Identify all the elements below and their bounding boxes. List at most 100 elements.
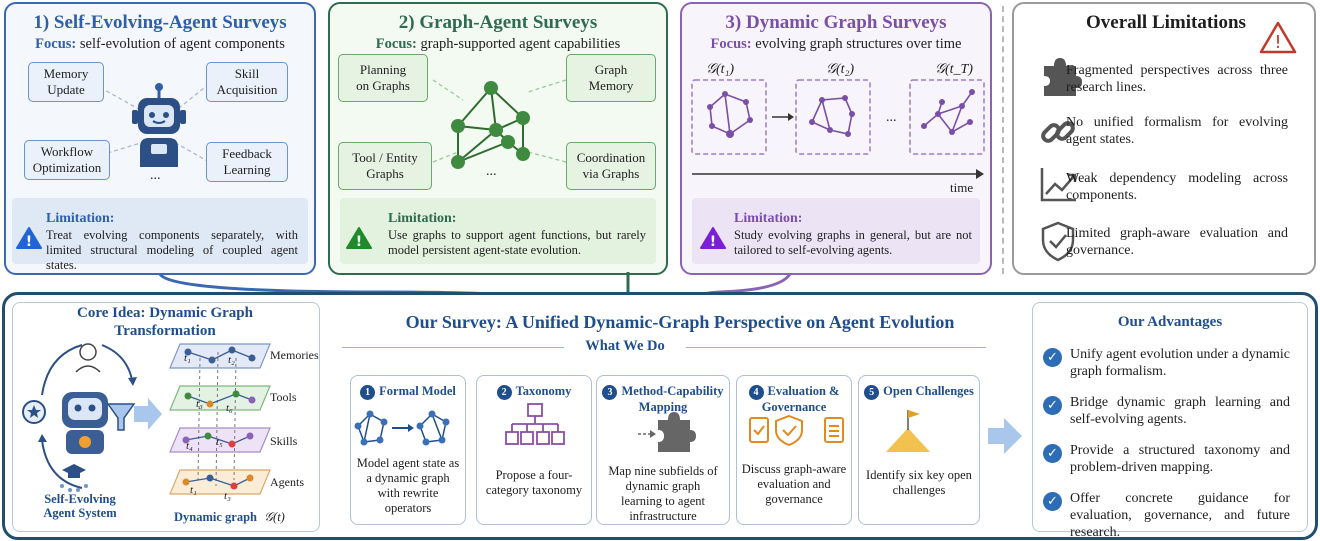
survey-title: Our Survey: A Unified Dynamic-Graph Pers… [405, 312, 955, 332]
right-arrow-icon [988, 418, 1022, 454]
skill-acquisition-node: Skill Acquisition [206, 62, 288, 102]
survey-divider-right [686, 347, 986, 348]
dynamic-graph-label: Dynamic graph 𝒢(t) [174, 510, 285, 524]
layer-label-tools: Tools [270, 390, 297, 404]
advantage-item: Provide a structured taxonomy and proble… [1070, 443, 1290, 475]
memory-update-node: Memory Update [28, 62, 104, 102]
graph-label-tT: 𝒢(t_T) [935, 62, 973, 77]
check-icon: ✓ [1043, 348, 1062, 367]
panel-title: 1) Self-Evolving-Agent Surveys [33, 12, 287, 33]
card-description: Map nine subfields of dynamic graph lear… [608, 464, 718, 523]
t-label: t₂ [228, 354, 235, 366]
limitation-item: Weak dependency modeling across componen… [1066, 171, 1288, 203]
trend-chart-icon [1040, 168, 1077, 202]
panel-focus: Focus: self-evolution of agent component… [35, 36, 285, 52]
broken-link-icon [1041, 121, 1075, 143]
layer-label-memories: Memories [270, 348, 319, 362]
graph-label-t1: 𝒢(t₁) [706, 62, 735, 77]
check-icon: ✓ [1043, 396, 1062, 415]
funnel-icon [106, 403, 136, 431]
svg-text:!: ! [710, 234, 716, 250]
ellipsis: ... [886, 110, 897, 125]
robot-icon [132, 83, 186, 167]
graph-network-diagram [432, 79, 567, 169]
ellipsis: ... [486, 164, 497, 179]
evaluation-icons [749, 414, 844, 447]
svg-text:!: ! [26, 234, 32, 250]
warning-icon: ! [16, 227, 42, 250]
survey-subtitle: What We Do [585, 338, 665, 354]
dynamic-graph-snapshots [691, 79, 985, 179]
warning-triangle-icon: ! [1259, 21, 1297, 54]
graph-memory-node: Graph Memory [566, 54, 656, 102]
panel-title: 3) Dynamic Graph Surveys [725, 12, 947, 33]
shield-check-icon [1041, 221, 1075, 262]
arrow-icon [772, 113, 794, 121]
card-description: Discuss graph-aware evaluation and gover… [741, 462, 847, 506]
limitation-title: Limitation: [388, 211, 457, 226]
ellipsis: ... [150, 168, 161, 183]
svg-text:!: ! [1274, 32, 1281, 53]
advantages-title: Our Advantages [1117, 314, 1223, 330]
limitation-item: Fragmented perspectives across three res… [1066, 63, 1288, 95]
badge-icon [22, 400, 46, 424]
tool-entity-graphs-node: Tool / Entity Graphs [338, 142, 432, 190]
panel-focus: Focus: evolving graph structures over ti… [710, 36, 962, 52]
robot-icon [62, 392, 108, 454]
warning-icon: ! [700, 227, 726, 250]
overall-title: Overall Limitations [1086, 12, 1246, 33]
warning-icon: ! [346, 227, 372, 250]
t-label: t₃ [196, 398, 203, 410]
card-description: Propose a four-category taxonomy [485, 468, 583, 497]
feedback-learning-node: Feedback Learning [206, 142, 288, 182]
limitation-box [340, 198, 656, 264]
mountain-flag-icon [886, 410, 930, 452]
limitation-item: No unified formalism for evolving agent … [1066, 115, 1288, 147]
survey-divider-left [342, 347, 564, 348]
limitation-item: Limited graph-aware evaluation and gover… [1066, 226, 1288, 258]
our-advantages-panel [1032, 302, 1308, 532]
advantage-item: Unify agent evolution under a dynamic gr… [1070, 347, 1290, 379]
person-icon [75, 343, 101, 373]
t-label: t₄ [186, 440, 193, 452]
coordination-via-graphs-node: Coordination via Graphs [566, 142, 656, 190]
puzzle-icon [1044, 58, 1082, 96]
svg-text:!: ! [356, 234, 362, 250]
limitation-text: Use graphs to support agent functions, b… [388, 228, 646, 257]
t-label: t₁ [190, 484, 197, 496]
limitation-text: Study evolving graphs in general, but ar… [734, 228, 972, 257]
card-icons [354, 403, 930, 452]
core-idea-title: Core Idea: Dynamic Graph Transformation [77, 305, 253, 339]
graph-label-t2: 𝒢(t₂) [826, 62, 855, 77]
planning-on-graphs-node: Planning on Graphs [338, 54, 428, 102]
time-axis-label: time [950, 180, 974, 195]
taxonomy-icon [505, 403, 565, 445]
panel-title: 2) Graph-Agent Surveys [398, 12, 598, 33]
advantage-item: Offer concrete guidance for evaluation, … [1070, 491, 1290, 540]
workflow-optimization-node: Workflow Optimization [24, 140, 110, 180]
card-description: Model agent state as a dynamic graph wit… [356, 456, 460, 515]
t-label: t₆ [226, 402, 233, 414]
vertical-divider [1002, 6, 1004, 274]
t-label: t₃ [224, 490, 231, 502]
limitation-box [12, 198, 308, 264]
layer-label-agents: Agents [270, 475, 304, 489]
self-evolving-agent-illustration [22, 343, 271, 495]
panel-focus: Focus: graph-supported agent capabilitie… [375, 36, 621, 52]
t-label: t₅ [216, 436, 223, 448]
limitation-title: Limitation: [46, 211, 115, 226]
limitation-box [692, 198, 980, 264]
limitation-text: Treat evolving components separately, wi… [46, 228, 298, 272]
check-icon: ✓ [1043, 444, 1062, 463]
limitation-title: Limitation: [734, 211, 803, 226]
graduation-cap-icon [62, 464, 86, 478]
t-label: t₁ [184, 352, 191, 364]
agent-system-label: Self-Evolving Agent System [43, 492, 117, 520]
puzzle-mapping-icon [638, 412, 696, 452]
advantage-item: Bridge dynamic graph learning and self-e… [1070, 395, 1290, 427]
layer-label-skills: Skills [270, 434, 298, 448]
check-icon: ✓ [1043, 492, 1062, 511]
